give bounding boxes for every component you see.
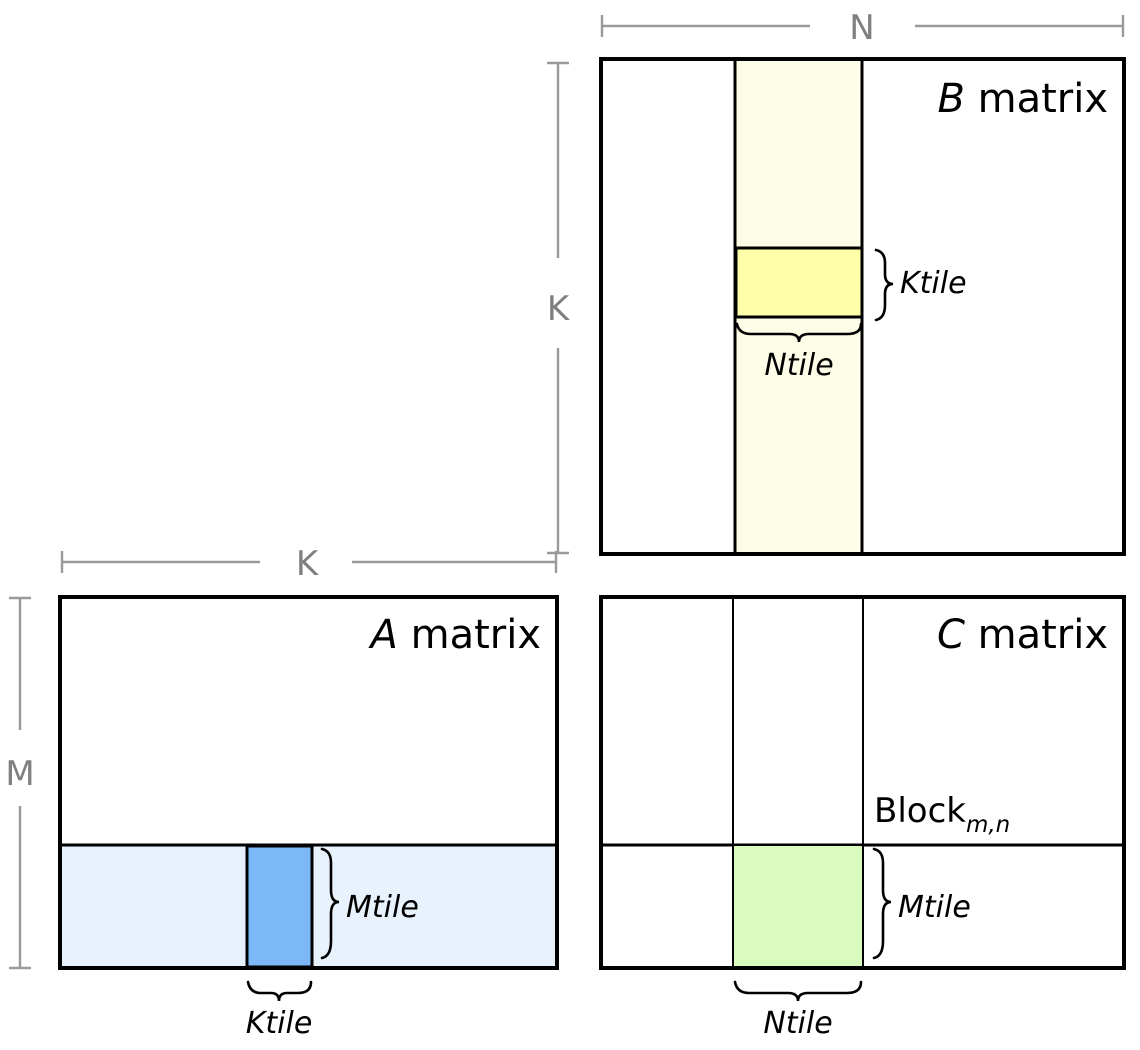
a-matrix-label: A matrix — [368, 612, 541, 658]
b-matrix-box — [599, 57, 1126, 556]
b-matrix-label-symbol: B — [937, 76, 964, 122]
a-matrix — [58, 595, 559, 970]
b-ktile-label: Ktile — [900, 266, 967, 301]
a-ktile-label: Ktile — [246, 1006, 313, 1041]
m-dimension-line — [9, 596, 31, 970]
c-block-tile — [734, 846, 863, 967]
c-block-label: Blockm,n — [874, 791, 1010, 838]
b-ntile-brace — [735, 322, 863, 343]
b-matrix-label-text: matrix — [965, 76, 1108, 122]
c-ntile-label: Ntile — [763, 1006, 832, 1041]
a-ktile-tile — [245, 844, 314, 969]
c-mtile-label: Mtile — [898, 890, 971, 925]
c-ntile-brace — [733, 980, 863, 1002]
k-dimension-vertical-line — [547, 61, 569, 555]
c-matrix-label-symbol: C — [937, 612, 965, 658]
c-block-label-base: Block — [874, 791, 966, 831]
a-matrix-box — [58, 595, 559, 970]
c-matrix-box — [599, 595, 1126, 970]
b-matrix-label: B matrix — [937, 76, 1108, 122]
a-mtile-label: Mtile — [346, 890, 419, 925]
c-matrix — [599, 595, 1126, 970]
b-ktile-tile — [734, 246, 864, 319]
c-mtile-brace — [872, 847, 892, 960]
b-matrix — [599, 57, 1126, 556]
b-ntile-label: Ntile — [764, 348, 833, 383]
n-dimension-label: N — [849, 8, 874, 48]
n-dimension-line — [600, 15, 1125, 37]
k-dimension-horizontal-label: K — [296, 544, 320, 584]
c-matrix-label: C matrix — [937, 612, 1108, 658]
k-dimension-horizontal-line — [60, 551, 558, 573]
b-ktile-brace — [874, 248, 894, 322]
c-matrix-label-text: matrix — [965, 612, 1108, 658]
a-matrix-label-text: matrix — [398, 612, 541, 658]
c-block-label-subscript: m,n — [966, 812, 1010, 838]
m-dimension-label: M — [5, 754, 34, 794]
a-matrix-label-symbol: A — [368, 612, 398, 658]
k-dimension-vertical-label: K — [547, 289, 571, 329]
a-mtile-brace — [320, 847, 340, 960]
a-ktile-brace — [246, 980, 313, 1002]
